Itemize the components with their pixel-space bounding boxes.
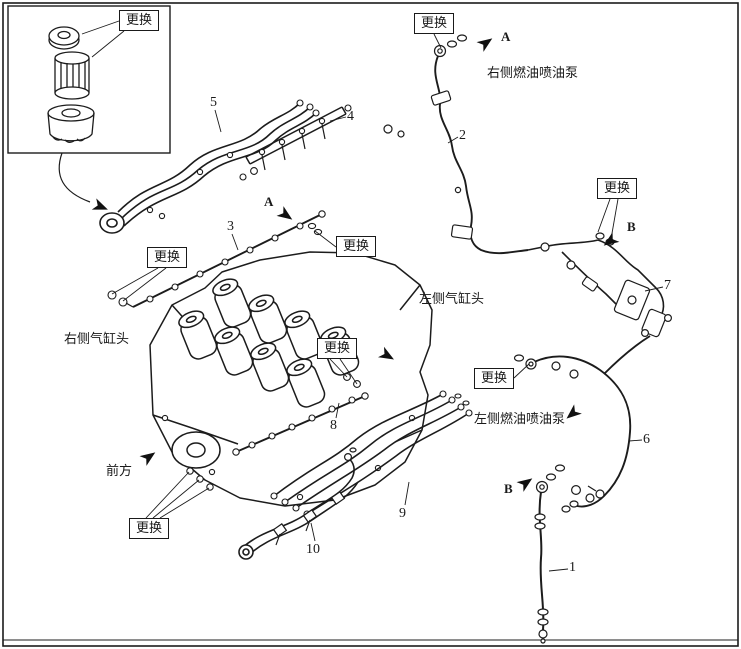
part-number-2: 2	[459, 128, 466, 143]
view-b-arrow-right	[603, 232, 620, 246]
pipe-assembly-7	[527, 232, 672, 338]
replace-callout-bottom-left: 更换	[129, 518, 170, 540]
part-number-6: 6	[643, 432, 650, 447]
view-a-arrow-mid	[276, 206, 293, 220]
label-right-fuel-injection-pump: 右侧燃油喷油泵	[487, 65, 579, 80]
part-number-7: 7	[664, 278, 671, 293]
replace-callout-center: 更换	[317, 338, 358, 360]
label-left-cylinder-head: 左侧气缸头	[419, 291, 485, 306]
inset-reference-arrow	[91, 198, 108, 210]
engine-block	[149, 251, 433, 507]
view-letter-b-right: B	[627, 219, 636, 234]
view-b-arrow-bottom	[516, 478, 533, 492]
replace-callout-inset: 更换	[119, 10, 160, 32]
inset-filter-detail	[7, 5, 171, 210]
part-number-9: 9	[399, 506, 406, 521]
part-number-leaders	[214, 109, 664, 572]
part-number-8: 8	[330, 418, 337, 433]
fuel-pipe-2	[383, 34, 529, 255]
runner-stacks-front	[178, 310, 326, 408]
solid-arrows	[139, 38, 620, 492]
replace-callout-top: 更换	[414, 13, 455, 35]
view-letter-a-mid: A	[264, 194, 274, 209]
fuel-pipe-6	[513, 335, 651, 513]
label-front: 前方	[106, 463, 133, 478]
view-letter-b-bottom: B	[504, 481, 513, 496]
replace-callout-mid: 更换	[336, 236, 377, 258]
fuel-rail-4	[239, 104, 352, 181]
view-a-arrow-top	[476, 38, 493, 52]
replace-callout-left-pump: 更换	[474, 368, 515, 390]
harness-10	[238, 447, 359, 560]
part-number-1: 1	[569, 560, 576, 575]
callout-leaders	[111, 33, 619, 519]
left-pump-arrow	[566, 404, 582, 419]
label-right-cylinder-head: 右侧气缸头	[64, 331, 130, 346]
fuel-pipe-3	[107, 210, 326, 308]
view-letter-a-top: A	[501, 29, 511, 44]
replace-callout-left: 更换	[147, 247, 188, 269]
part-number-4: 4	[347, 109, 354, 124]
label-left-fuel-injection-pump: 左侧燃油喷油泵	[474, 411, 566, 426]
replace-callout-right-upper: 更换	[597, 178, 638, 200]
center-replace-arrow	[378, 346, 394, 360]
fuel-pipe-1	[534, 464, 595, 644]
front-direction-arrow	[139, 452, 156, 466]
part-number-3: 3	[227, 219, 234, 234]
clamp-washers-bottom-left	[186, 467, 214, 491]
part-number-10: 10	[306, 542, 320, 557]
part-number-5: 5	[210, 95, 217, 110]
injection-pipes-5	[99, 99, 320, 234]
